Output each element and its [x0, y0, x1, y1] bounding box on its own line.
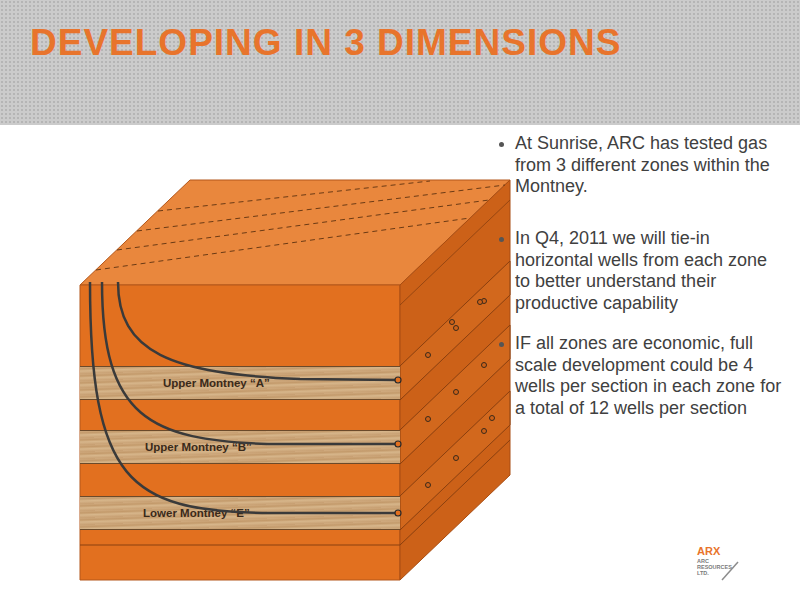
- layer-label: Lower Montney “E”: [143, 507, 250, 519]
- dashed-line: [158, 181, 430, 211]
- perforation: [454, 326, 459, 331]
- well-end: [395, 377, 401, 383]
- perforation: [454, 390, 459, 395]
- bullet-dot: [499, 142, 504, 147]
- rock-layer-band: Lower Montney “E”: [80, 496, 400, 530]
- dashed-line: [96, 218, 470, 270]
- rock-layer-band: Upper Montney “A”: [80, 366, 400, 400]
- front-face: [80, 285, 400, 580]
- logo-mark: ARX: [697, 545, 737, 557]
- well-path: [102, 282, 396, 444]
- side-line: [400, 440, 510, 545]
- right-face: [400, 180, 510, 580]
- perforation: [426, 353, 431, 358]
- bullet-text: At Sunrise, ARC has tested gas from 3 di…: [515, 133, 787, 198]
- dashed-line: [117, 200, 489, 250]
- perforation: [450, 320, 455, 325]
- slide-title: DEVELOPING IN 3 DIMENSIONS: [30, 22, 621, 64]
- logo-text: ARC RESOURCES LTD.: [697, 558, 725, 576]
- perforation: [482, 363, 487, 368]
- well-end: [395, 441, 401, 447]
- dashed-line: [137, 185, 505, 231]
- well-path: [118, 282, 396, 380]
- perforation: [490, 416, 495, 421]
- layer-label: Upper Montney “A”: [163, 377, 270, 389]
- bullet-text: In Q4, 2011 we will tie-in horizontal we…: [515, 228, 787, 314]
- bullet-dot: [499, 342, 504, 347]
- bullet-text: IF all zones are economic, full scale de…: [515, 333, 787, 419]
- perforation: [478, 300, 483, 305]
- front-line: [80, 545, 400, 546]
- side-band: [400, 391, 510, 530]
- layer-label: Upper Montney “B”: [145, 441, 252, 453]
- well-path: [90, 282, 396, 513]
- side-line: [400, 200, 510, 305]
- well-end: [395, 510, 401, 516]
- perforation: [454, 456, 459, 461]
- rock-layer-band: Upper Montney “B”: [80, 430, 400, 464]
- perforation: [426, 417, 431, 422]
- perforation: [482, 429, 487, 434]
- perforation: [426, 483, 431, 488]
- bullet-dot: [499, 237, 504, 242]
